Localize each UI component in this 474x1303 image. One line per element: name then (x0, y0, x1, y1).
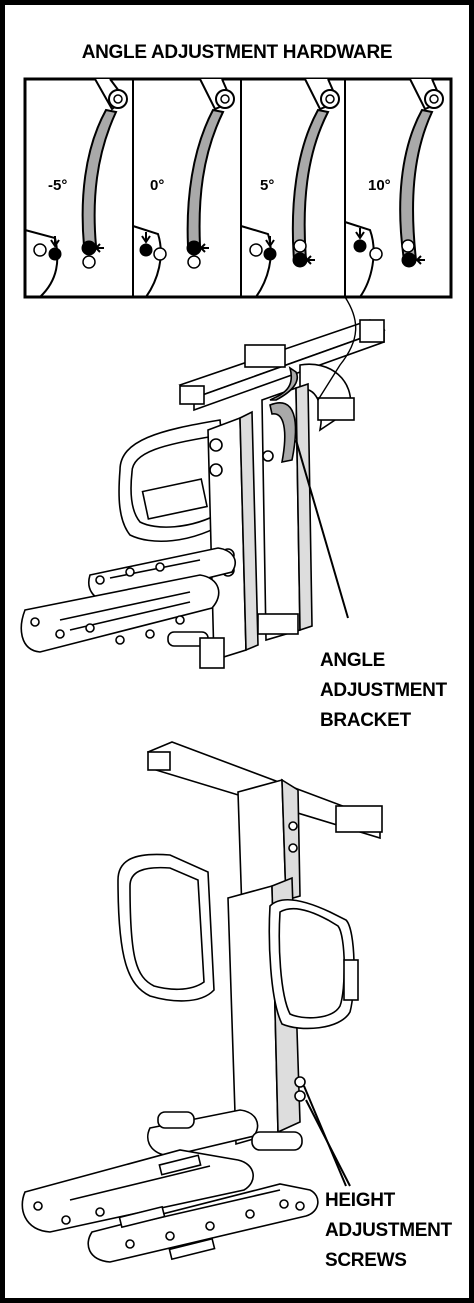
figure-title: ANGLE ADJUSTMENT HARDWARE (81, 42, 393, 63)
angle-bracket-leader (295, 439, 349, 619)
height-screws-line-3: SCREWS (325, 1250, 407, 1271)
height-screws-line-1: HEIGHT (325, 1190, 395, 1211)
height-screws-line-2: ADJUSTMENT (325, 1220, 452, 1241)
angle-label-10: 10° (368, 177, 391, 194)
angle-bracket-line-1: ANGLE (320, 650, 386, 671)
angle-bracket-line-2: ADJUSTMENT (320, 680, 447, 701)
angle-bracket-callout: ANGLE ADJUSTMENT BRACKET (320, 646, 447, 736)
angle-panel-0 (132, 78, 235, 298)
angle-panel-5 (240, 78, 340, 298)
angle-label-0: 0° (150, 177, 164, 194)
upper-footrest-assembly (20, 319, 386, 669)
height-screws-callout: HEIGHT ADJUSTMENT SCREWS (325, 1186, 452, 1276)
angle-label-minus-5: -5° (48, 177, 67, 194)
angle-panel-10 (344, 78, 444, 298)
lower-footrest-assembly (21, 741, 383, 1263)
angle-label-5: 5° (260, 177, 274, 194)
height-screw-leader-2 (305, 1099, 351, 1187)
angle-bracket-line-3: BRACKET (320, 710, 411, 731)
angle-panel-minus-5 (24, 78, 128, 298)
